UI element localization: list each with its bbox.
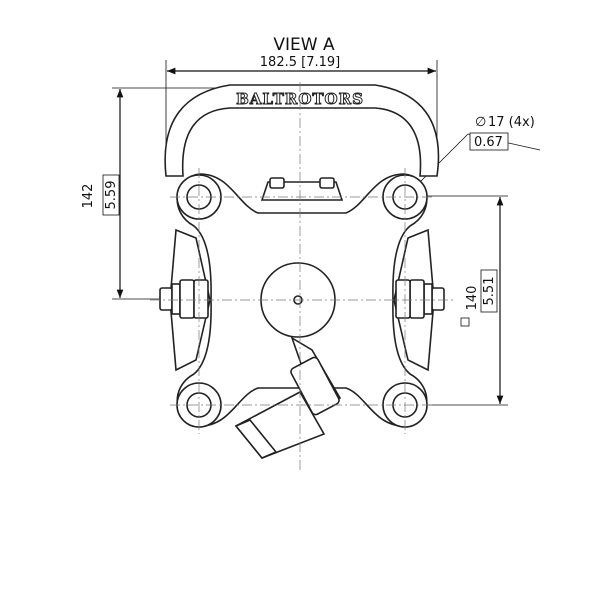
brand-label: BALTROTORS (236, 90, 364, 108)
bolt-square-in-box (480, 269, 498, 313)
cable-gland (234, 336, 342, 459)
height-dimension: 142 5.59 (81, 87, 215, 300)
bolt-square-symbol (460, 317, 470, 327)
bolt-square-in-label: 5.51 (482, 277, 497, 306)
carry-handle: BALTROTORS (164, 84, 440, 177)
height-mm-label: 142 (81, 184, 96, 209)
diameter-symbol: ∅ (475, 115, 486, 130)
view-title: VIEW A (273, 35, 335, 55)
bolt-square-dimension: 140 5.51 (410, 195, 508, 406)
width-label: 182.5 [7.19] (260, 55, 340, 70)
height-in-label: 5.59 (104, 181, 119, 210)
left-connector (159, 279, 209, 319)
right-connector (395, 279, 445, 319)
top-bracket (260, 177, 344, 201)
height-in-box (102, 174, 120, 216)
hole-callout: ∅ 17 (4x) 0.67 (383, 115, 541, 219)
hole-dia-in-label: 0.67 (474, 135, 503, 150)
hole-dia-label: 17 (4x) (488, 115, 535, 130)
bolt-square-mm-label: 140 (465, 286, 480, 311)
hole-dia-in-box (469, 132, 509, 151)
centerlines (150, 82, 455, 470)
